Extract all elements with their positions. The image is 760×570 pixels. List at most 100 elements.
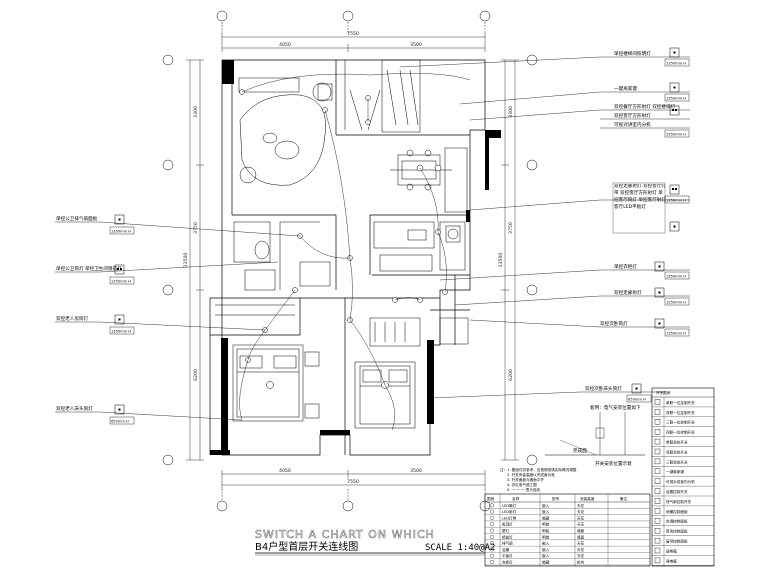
dim-left-4: 6200 [193,369,199,381]
switch-symbol-icon [654,557,661,564]
bottom-table-header-3: 型号 [552,496,560,501]
callout-right-1: 单控楼梯间照明灯 1350mm H [600,47,690,67]
bottom-table-cell: 天花 [577,547,585,552]
note-line-1: 注：1. 图纸仅供参考，应按照现场实际情况调整 [500,467,577,472]
callout-right-9-spec: 1350mm H [666,332,686,336]
bottom-table-cell: 浴霸 [502,547,510,552]
dim-left-2: 3750 [193,222,199,234]
callout-right-7-text: 单控衣柜灯 [614,263,637,270]
fixture-symbol-icon [490,509,494,514]
bottom-table: 图例 名称 型号 安装高度 备注 LED筒灯嵌入天花LED射灯嵌入天花LED灯带… [484,493,651,567]
axis-bubbles [162,10,538,512]
switch-detail-note: 套用：电气安装位置如下 [590,404,641,411]
bottom-table-header-4: 安装高度 [580,496,595,501]
switch-symbol-icon [654,468,661,474]
bottom-table-cell: 排气扇 [502,541,513,546]
callout-right-6: 双控走廊射灯 双控客厅灯带 双控客厅方形射灯 单控客厅筒灯 单控客厅射灯 客厅L… [600,182,690,234]
switch-symbol-icon [654,508,661,514]
note-line-3: 3. 开关面板与墙面平齐 [507,477,544,482]
dim-right-3: 13500 [498,253,504,268]
callout-right-9: 双控次卧筒灯 1350mm H [600,318,690,337]
bottom-table-cell: 暗藏 [542,515,550,520]
callout-right-6-spec: 1350mm H [666,199,686,203]
note-line-4: 4. 详见电气施工图 [507,482,537,487]
solid-walls [210,60,501,455]
callout-right-3-text: 双控餐厅方形射灯 双控楼梯灯 [614,103,676,110]
callout-left-4-text: 双控老人床头筒灯 [56,405,93,412]
callout-right-8-spec: 1350mm H [666,301,686,305]
legend-row-label: 三联一位控制开关 [666,420,695,425]
legend-row-label: 排气扇控制开关 [666,499,692,504]
switch-symbol-icon [654,528,661,534]
switch-symbol-icon [654,478,661,484]
switch-detail-finish-label: 完成面 [573,447,587,454]
callout-right-9-text: 双控次卧筒灯 [600,320,628,327]
switch-symbol-icon [654,438,661,445]
fixture-symbol-icon [490,515,494,520]
fixture-symbol-icon [490,547,494,552]
bottom-table-header-1: 图例 [487,496,495,501]
bottom-table-cell: 天花 [577,509,585,514]
legend-row-label: 窗帘控制面板 [666,539,688,544]
callout-left-4: 双控老人床头筒灯 650mm H [55,404,135,425]
bedroom-elderly [215,304,320,422]
callout-right-5-spec: 1350mm H [666,133,686,137]
callout-left-1-spec: 1350mm H [111,230,131,234]
callout-right-10-spec: 650mm H [628,398,646,402]
switch-symbol-icon [654,518,661,524]
legend-row-label: 三联双控开关 [666,459,688,464]
bottom-table-cell: 嵌入 [542,547,550,552]
callout-left-4-spec: 650mm H [111,420,129,424]
bottom-table-cell: 天花 [577,553,585,558]
bottom-table-cell: 天花 [577,515,585,520]
callout-right-3: 双控餐厅方形射灯 双控楼梯灯 双控客厅方形射灯 可视对讲室内分机 1350mm … [600,103,690,138]
dim-top-total: 7550 [347,31,359,37]
bottom-table-cell: 柜内 [577,560,585,565]
title-block: SWITCH A CHART ON WHICH B4户型首层开关连线图 SCAL… [255,528,495,556]
bottom-table-cell: 天花 [577,503,585,508]
dim-bottom-total: 7550 [347,479,359,485]
legend-row-label: 强电箱 [666,558,677,563]
bottom-table-cell: 明装 [542,528,550,533]
note-line-5: 5. 一 一 一 表示连线 [507,487,541,492]
drawing-scale: SCALE 1:40@A2 [425,543,495,553]
legend-row-label: 单联双控开关 [666,440,688,445]
bottom-table-cell: 平板灯 [502,553,513,558]
bottom-table-cell: LED筒灯 [502,503,517,508]
callout-left-2: 单控公卫筒灯 单控卫生间镜前灯 1350mm H [55,264,135,285]
dim-top-right: 3500 [410,42,422,48]
bottom-table-cell: 吸顶灯 [502,522,513,527]
bottom-table-cell: LED射灯 [502,509,517,514]
switch-height-detail: 套用：电气安装位置如下 完成面 开关安装位置示意 [545,404,645,467]
kitchen [373,221,466,272]
callout-right-2: 一键离家键 1350mm H [600,82,690,102]
bedroom-second [354,317,469,429]
callout-left-2-spec: 1350mm H [111,280,131,284]
switch-symbol-icon [654,399,661,405]
living-room [238,59,421,186]
bathroom [233,221,331,291]
dim-right-2: 3750 [508,222,514,234]
legend-row-label: 浴霸控制开关 [666,489,688,494]
bottom-table-cell: 嵌入 [542,509,550,514]
bottom-table-cell: 墙面 [577,528,585,533]
fixture-symbol-icon [490,522,494,527]
legend-row-label: 弱电箱 [666,548,677,553]
callout-right-10-text: 双控次卧床头筒灯 [585,385,622,392]
callout-right-1-text: 单控楼梯间照明灯 [614,50,651,57]
bottom-table-cell: 嵌入 [542,503,550,508]
legend-row-label: 一键离家键 [666,469,684,474]
fixture-symbol-icon [490,528,494,533]
fixture-symbol-icon [490,534,494,539]
callout-right-10: 双控次卧床头筒灯 650mm H [580,383,665,403]
legend-row-label: 地暖控制面板 [666,509,688,514]
bottom-table-cell: 暗藏 [542,560,550,565]
callout-right-7-spec: 1350mm H [666,275,686,279]
dining-area [390,147,468,213]
bottom-table-cell: 嵌入 [542,541,550,546]
notes-block: 注：1. 图纸仅供参考，应按照现场实际情况调整 2. 开关安装高度以完成面为准 … [500,467,577,492]
bottom-table-cell: 镜前灯 [502,534,513,539]
dim-top-left: 4050 [279,42,291,48]
switch-symbol-icon [654,409,661,415]
